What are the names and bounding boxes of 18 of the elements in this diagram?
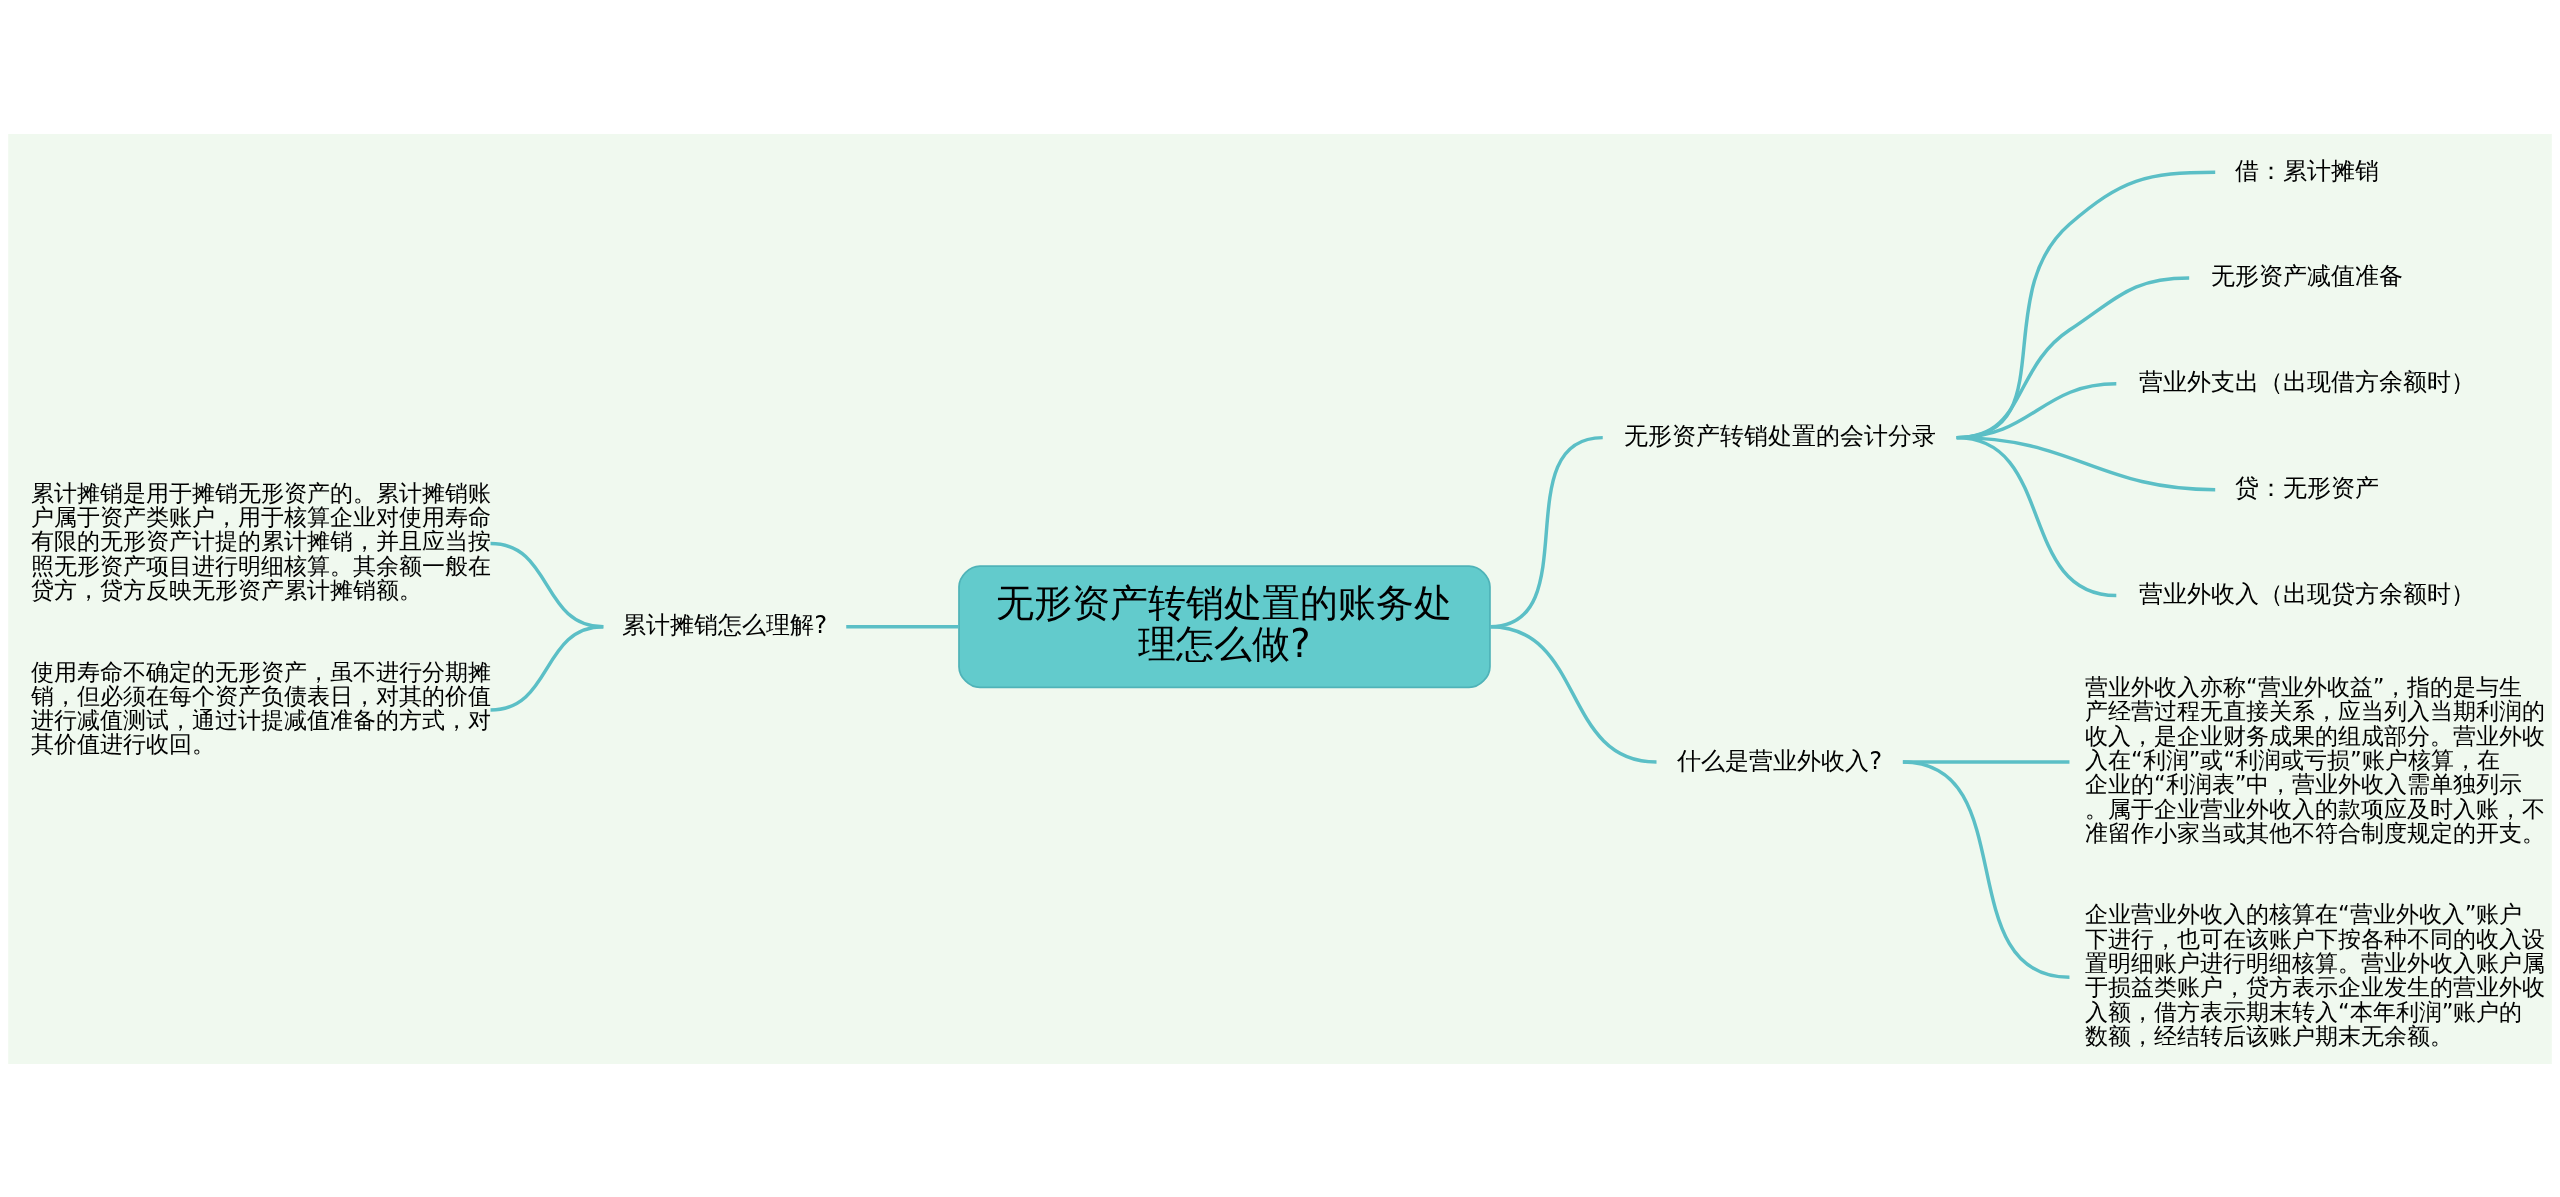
node-text: 累计摊销怎么理解? [622,609,828,639]
node-text: 借：累计摊销 [2235,155,2380,185]
node-text: 营业外收入（出现贷方余额时） [2139,578,2476,608]
node-box: 无形资产转销处置的账务处理怎么做? [958,564,1491,688]
node-text: 使用寿命不确定的无形资产，虽不进行分期摊销，但必须在每个资产负债表日，对其的价值进行减值测试，通过计提减值准备的方式，对其价值进行收回。 [30,658,491,757]
node-text: 无形资产转销处置的会计分录 [1623,420,1936,450]
node-text: 营业外收入亦称“营业外收益”，指的是与生产经营过程无直接关系，应当列入当期利润的收入，是企业财务成果的组成部分。营业外收入在“利润”或“利润或亏损”账户核算，在企业的“利润表”中，营业外收入需单独列示。属于企业营业外收入的款项应及时入账，不准留作小家当或其他不符合制度规定的开支。 [2085,673,2546,846]
connector [1902,759,2070,979]
node-text: 营业外支出（出现借方余额时） [2139,366,2476,396]
node-text: 贷：无形资产 [2235,472,2380,502]
connector [490,624,604,712]
connector [1956,435,2117,597]
connector [846,624,959,628]
node-text: 什么是营业外收入? [1677,745,1883,775]
node-text: 企业营业外收入的核算在“营业外收入”账户下进行，也可在该账户下按各种不同的收入设置明细账户进行明细核算。营业外收入账户属于损益类账户，贷方表示企业发生的营业外收入额，借方表示期末转入“本年利润”账户的数额，经结转后该账户期末无余额。 [2085,900,2546,1049]
connector [1489,624,1657,764]
node-text: 无形资产减值准备 [2211,260,2404,290]
node-text: 累计摊销是用于摊销无形资产的。累计摊销账户属于资产类账户，用于核算企业对使用寿命有限的无形资产计提的累计摊销，并且应当按照无形资产项目进行明细核算。其余额一般在贷方，贷方反映无形资产累计摊销额。 [30,479,491,603]
